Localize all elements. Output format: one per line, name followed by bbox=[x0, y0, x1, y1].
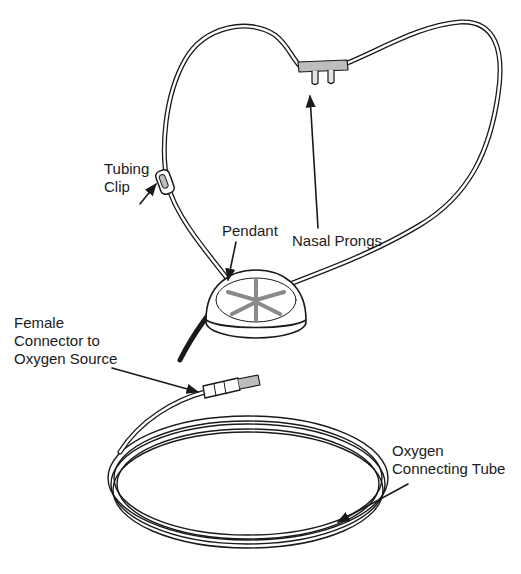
part-label: Pendant bbox=[222, 222, 292, 240]
part-label: Nasal Prongs bbox=[292, 232, 402, 250]
part-label: Tubing Clip bbox=[104, 160, 149, 196]
part-label: Oxygen Connecting Tube bbox=[392, 442, 516, 478]
part-label: Female Connector to Oxygen Source bbox=[14, 314, 136, 368]
